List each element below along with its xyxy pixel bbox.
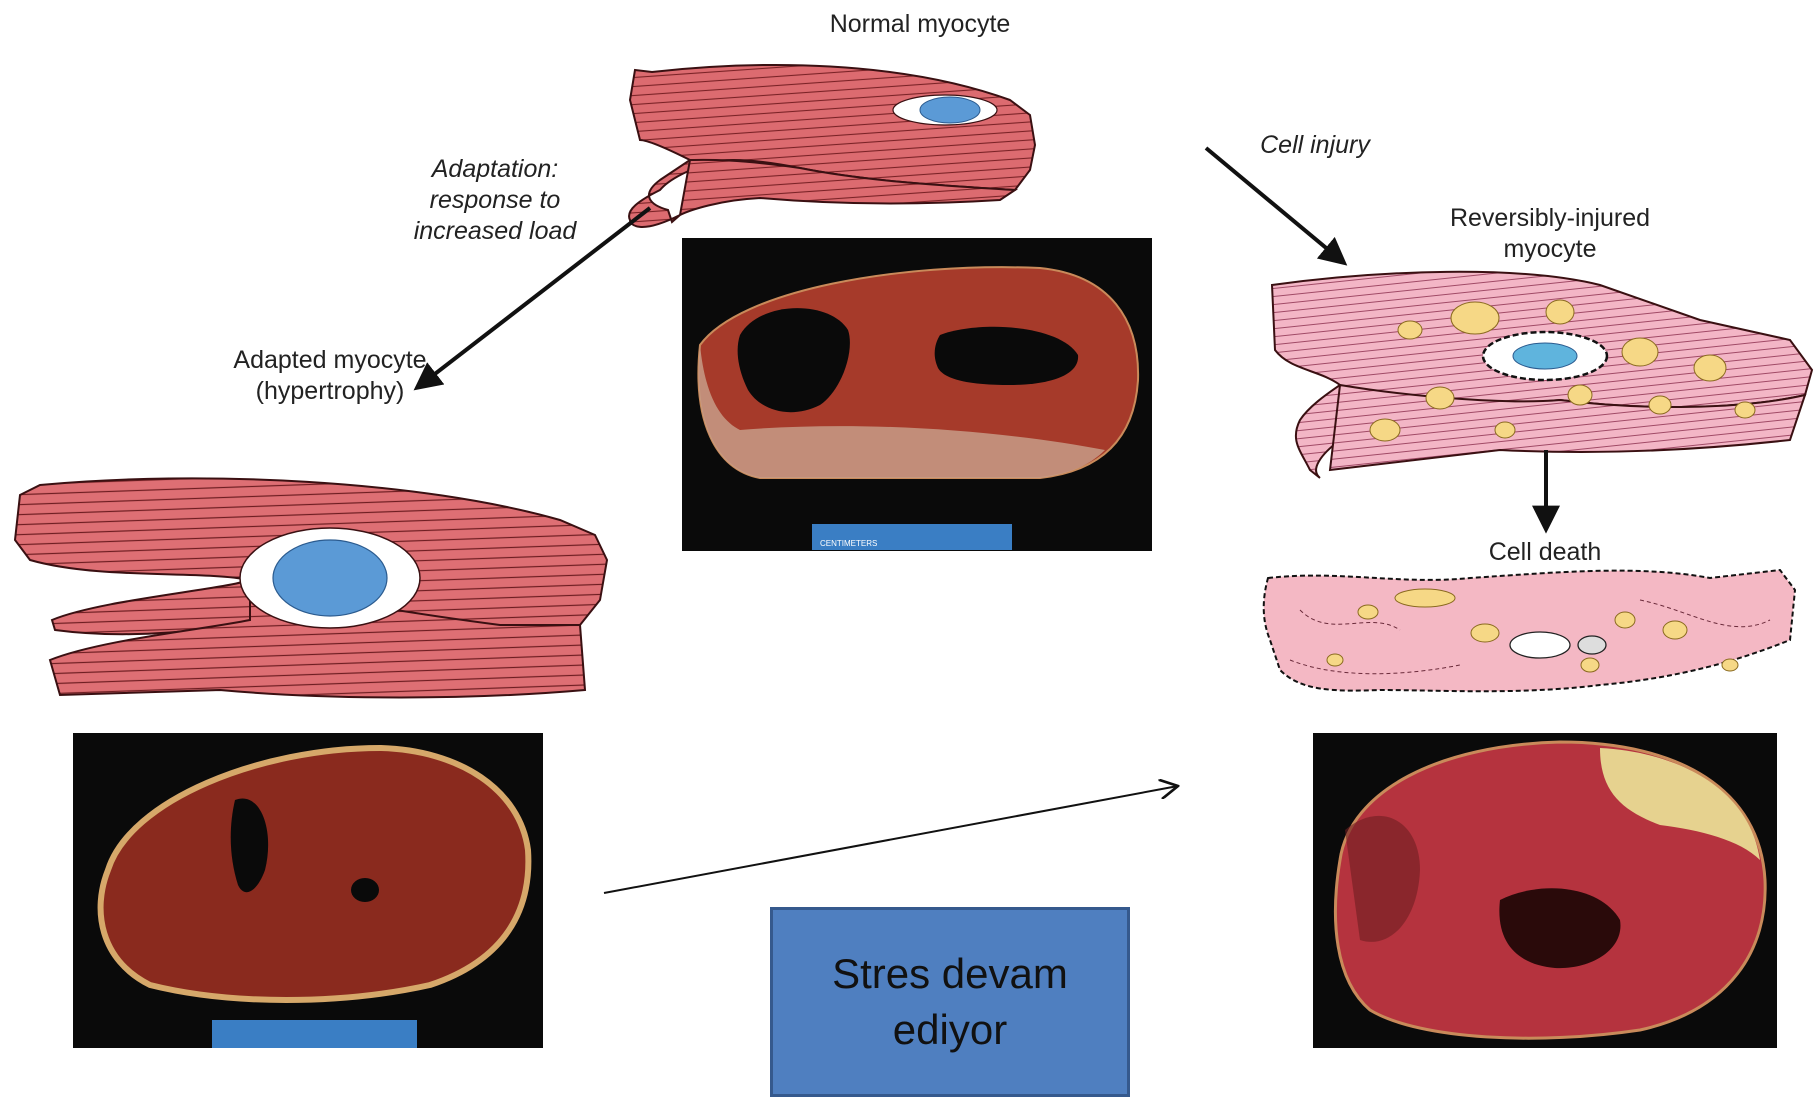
dead-cell-nucleus-fragment bbox=[1510, 632, 1570, 658]
normal-myocyte-label: Normal myocyte bbox=[780, 9, 1060, 40]
fat-droplet bbox=[1568, 385, 1592, 405]
dead-cell-vacuole bbox=[1663, 621, 1687, 639]
dead-cell-vacuole bbox=[1615, 612, 1635, 628]
dead-cell-drawing bbox=[1264, 570, 1795, 691]
adapted-myocyte-drawing bbox=[15, 478, 607, 697]
infarcted-heart-photo bbox=[1313, 733, 1777, 1048]
adapted-myocyte-label: Adapted myocyte (hypertrophy) bbox=[225, 345, 435, 407]
cell-death-label: Cell death bbox=[1460, 537, 1630, 568]
hypertrophy-heart-ruler bbox=[212, 1020, 417, 1048]
dead-cell-vacuole bbox=[1327, 654, 1343, 666]
dead-cell-vacuole bbox=[1581, 658, 1599, 672]
adaptation-label: Adaptation: response to increased load bbox=[395, 154, 595, 247]
dead-cell-vacuole bbox=[1722, 659, 1738, 671]
dead-cell-vacuole bbox=[1471, 624, 1499, 642]
hypertrophy-heart-right-cavity bbox=[351, 878, 379, 902]
fat-droplet bbox=[1426, 387, 1454, 409]
arrow-to-injured bbox=[1206, 148, 1343, 262]
hypertrophy-heart-photo bbox=[73, 733, 543, 1048]
cell-injury-label: Cell injury bbox=[1260, 130, 1370, 161]
callout-text: Stres devam ediyor bbox=[830, 946, 1070, 1058]
fat-droplet bbox=[1546, 300, 1574, 324]
fat-droplet bbox=[1649, 396, 1671, 414]
fat-droplet bbox=[1622, 338, 1658, 366]
dead-cell-nucleus-fragment bbox=[1578, 636, 1606, 654]
normal-myocyte-drawing bbox=[629, 65, 1035, 227]
dead-cell-vacuole bbox=[1395, 589, 1455, 607]
dead-cell-body bbox=[1264, 570, 1795, 691]
reversibly-injured-label: Reversibly-injured myocyte bbox=[1420, 203, 1680, 265]
fat-droplet bbox=[1735, 402, 1755, 418]
dead-cell-vacuole bbox=[1358, 605, 1378, 619]
fat-droplet bbox=[1370, 419, 1400, 441]
fat-droplet bbox=[1451, 302, 1499, 334]
normal-myocyte-nucleus bbox=[920, 97, 980, 123]
fat-droplet bbox=[1398, 321, 1422, 339]
normal-heart-photo: CENTIMETERS bbox=[682, 238, 1152, 551]
arrow-stress-continues bbox=[604, 786, 1178, 893]
ruler-label: CENTIMETERS bbox=[820, 539, 877, 548]
adapted-myocyte-nucleus bbox=[273, 540, 387, 616]
fat-droplet bbox=[1694, 355, 1726, 381]
reversibly-injured-myocyte-drawing bbox=[1272, 272, 1812, 478]
injured-myocyte-nucleus bbox=[1513, 343, 1577, 369]
stress-continues-callout: Stres devam ediyor bbox=[770, 907, 1130, 1097]
fat-droplet bbox=[1495, 422, 1515, 438]
